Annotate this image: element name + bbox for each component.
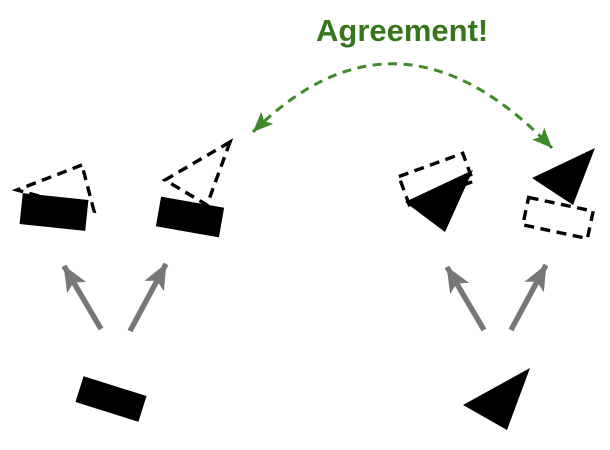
augmented-rectangle-2 (155, 196, 225, 238)
agreement-arc (251, 62, 554, 150)
augmented-triangle-1 (405, 170, 473, 232)
augmented-rectangle-1 (19, 193, 89, 231)
augmentation-arrow-left-1 (61, 264, 104, 331)
augmentation-arrow-left-2 (127, 262, 169, 333)
source-rectangle (75, 376, 147, 422)
augmentation-arrow-right-2 (508, 263, 549, 332)
dashed-triangle-outline-2 (161, 138, 234, 208)
dashed-triangle-outline-1 (11, 162, 97, 214)
augmentation-arrow-right-1 (444, 265, 487, 332)
dashed-rectangle-outline-2 (520, 195, 596, 241)
source-triangle (463, 368, 530, 430)
agreement-label: Agreement! (316, 13, 489, 48)
augmented-triangle-2 (532, 148, 595, 205)
